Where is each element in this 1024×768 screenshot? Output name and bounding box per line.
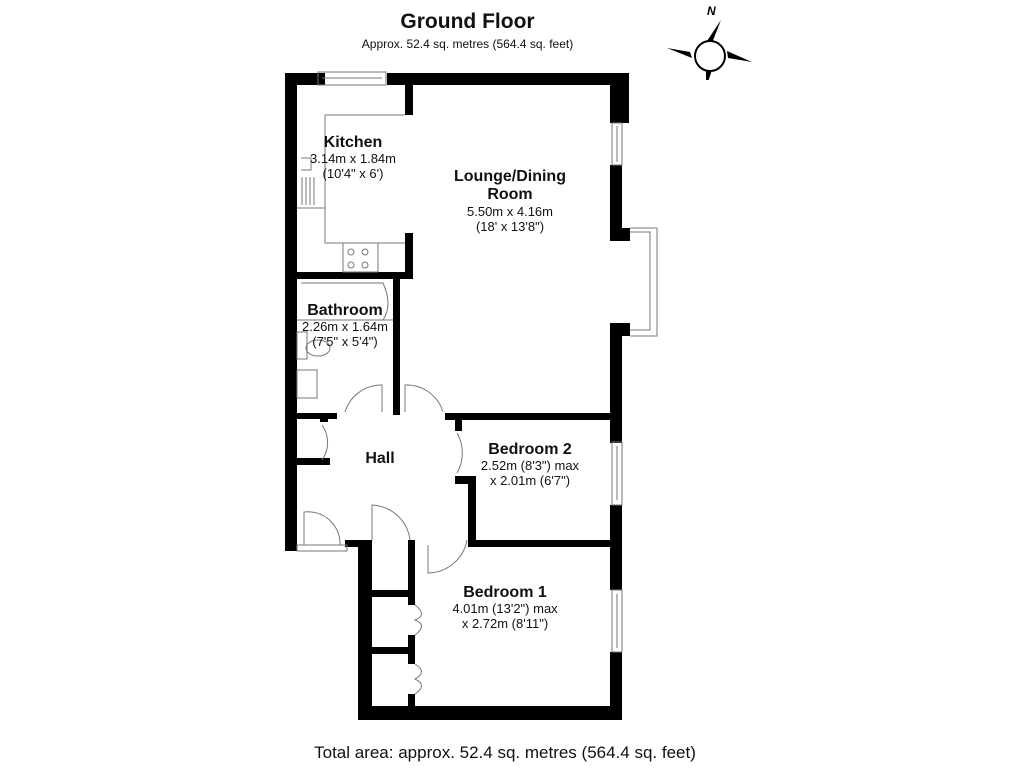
room-dimensions-metric: 5.50m x 4.16m [467, 203, 553, 219]
room-dimensions-imperial: (10'4" x 6') [322, 166, 384, 182]
room-dimensions-metric: 2.26m x 1.64m [302, 319, 388, 335]
walls [285, 73, 630, 720]
total-area-footer: Total area: approx. 52.4 sq. metres (564… [314, 743, 696, 762]
room-bedroom-2: Bedroom 2 2.52m (8'3") max x 2.01m (6'7"… [465, 441, 595, 489]
compass-north-icon: N [667, 4, 752, 80]
room-name: Hall [365, 450, 395, 467]
fixtures [296, 71, 658, 695]
room-dimensions-line1: 4.01m (13'2") max [452, 601, 558, 617]
compass-n-label: N [707, 4, 716, 18]
room-bathroom: Bathroom 2.26m x 1.64m (7'5" x 5'4") [290, 302, 400, 350]
room-dimensions-metric: 3.14m x 1.84m [310, 151, 396, 167]
room-name-line2: Room [487, 186, 533, 204]
room-name-line1: Lounge/Dining [454, 168, 566, 185]
room-hall: Hall [345, 450, 415, 468]
room-dimensions-line2: x 2.72m (8'11") [461, 616, 549, 632]
room-name: Bedroom 1 [463, 584, 547, 601]
room-bedroom-1: Bedroom 1 4.01m (13'2") max x 2.72m (8'1… [435, 584, 575, 632]
room-kitchen: Kitchen 3.14m x 1.84m (10'4" x 6') [293, 134, 413, 182]
room-dimensions-line1: 2.52m (8'3") max [480, 458, 580, 474]
room-name: Bedroom 2 [488, 441, 572, 458]
room-dimensions-imperial: (18' x 13'8") [475, 218, 545, 234]
floor-title: Ground Floor [400, 10, 535, 33]
room-dimensions-line2: x 2.01m (6'7") [489, 473, 571, 489]
floor-area-subtitle: Approx. 52.4 sq. metres (564.4 sq. feet) [361, 37, 574, 51]
room-name: Kitchen [323, 134, 383, 151]
room-dimensions-imperial: (7'5" x 5'4") [312, 334, 378, 350]
room-name: Bathroom [307, 302, 383, 319]
room-lounge-dining: Lounge/Dining Room 5.50m x 4.16m (18' x … [430, 168, 590, 235]
